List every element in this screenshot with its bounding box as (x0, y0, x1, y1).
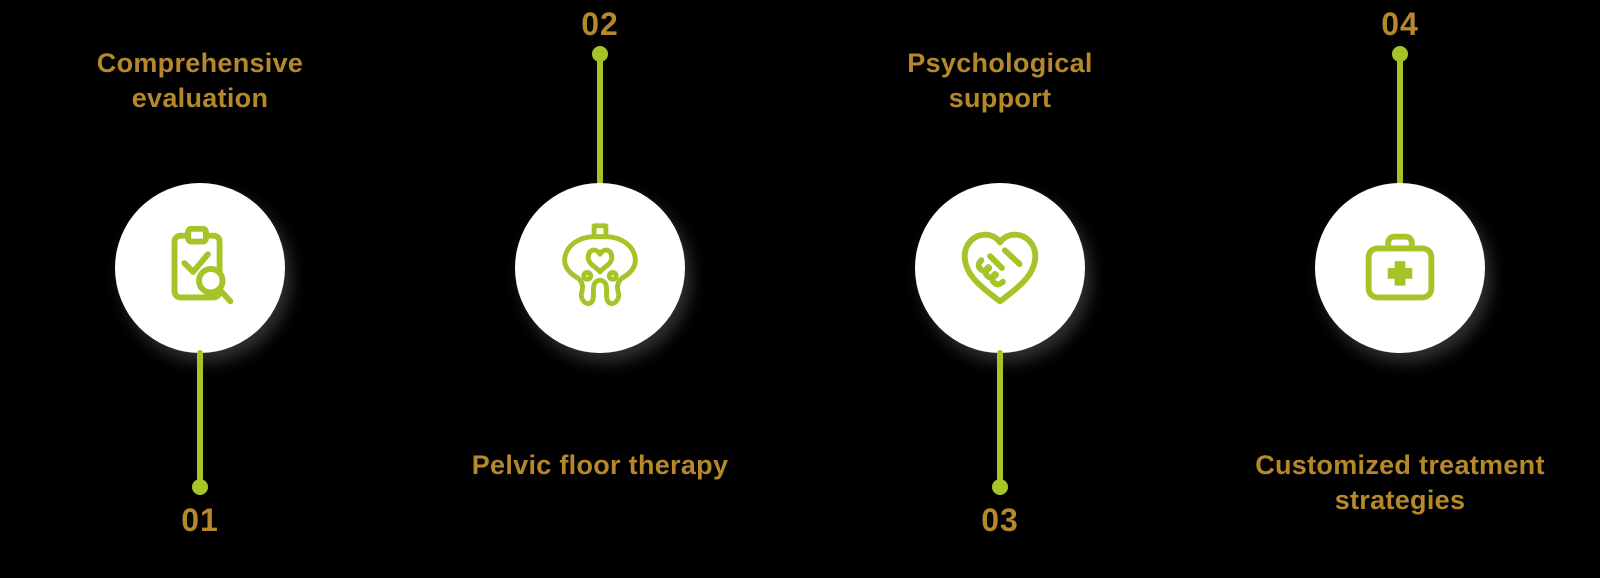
step-label: Customized treatment strategies (1255, 450, 1545, 515)
connector-dot (1392, 46, 1408, 62)
step-number: 04 (1381, 6, 1419, 42)
connector-dot (192, 479, 208, 495)
first-aid-kit-icon (1365, 233, 1435, 301)
step-4-customized-treatment-strategies: 04 Customized treatment strategies (1200, 0, 1600, 578)
step-label: Pelvic floor therapy (471, 450, 729, 480)
pelvis-icon (562, 223, 638, 307)
step-circle (1315, 183, 1485, 353)
connector-line-up (597, 56, 603, 186)
step-3-psychological-support: Psychological support 03 (800, 0, 1200, 578)
step-number: 02 (581, 6, 619, 42)
clipboard-check-magnifier-icon (171, 225, 234, 305)
connector-dot (992, 479, 1008, 495)
step-label: Comprehensive evaluation (96, 48, 304, 113)
step-number: 01 (181, 502, 219, 538)
connector-line-up (1397, 56, 1403, 186)
connector-dot (592, 46, 608, 62)
step-circle (515, 183, 685, 353)
connector-line-down (197, 350, 203, 482)
step-1-comprehensive-evaluation: Comprehensive evaluation 01 (0, 0, 400, 578)
step-circle (115, 183, 285, 353)
handshake-heart-icon (961, 231, 1039, 305)
step-circle (915, 183, 1085, 353)
step-number: 03 (981, 502, 1019, 538)
step-2-pelvic-floor-therapy: 02 Pelvic floor therapy (400, 0, 800, 578)
step-label: Psychological support (907, 48, 1093, 113)
connector-line-down (997, 350, 1003, 482)
